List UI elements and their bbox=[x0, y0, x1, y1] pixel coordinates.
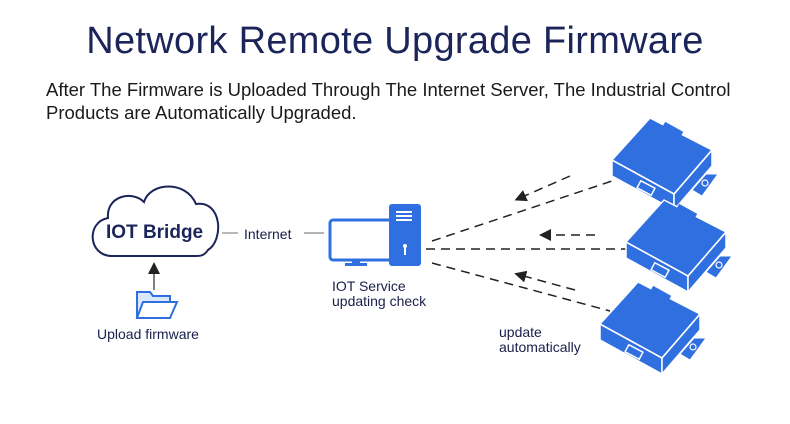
upload-label: Upload firmware bbox=[97, 326, 199, 342]
internet-label: Internet bbox=[244, 226, 292, 242]
devices-label-line1: update bbox=[499, 324, 542, 340]
cloud-label: IOT Bridge bbox=[106, 222, 204, 243]
server-label-line1: IOT Service bbox=[332, 278, 406, 294]
folder-icon bbox=[135, 291, 179, 319]
connection-lines bbox=[426, 175, 628, 312]
device-icon-2 bbox=[626, 200, 732, 292]
server-label-line2: updating check bbox=[332, 293, 427, 309]
page-subtitle: After The Firmware is Uploaded Through T… bbox=[46, 79, 731, 123]
page-title: Network Remote Upgrade Firmware bbox=[86, 20, 704, 62]
cloud-icon bbox=[91, 185, 220, 257]
device-icon-3 bbox=[600, 282, 706, 374]
device-icon-1 bbox=[612, 118, 718, 210]
computer-icon bbox=[328, 204, 421, 266]
devices-label-line2: automatically bbox=[499, 339, 581, 355]
